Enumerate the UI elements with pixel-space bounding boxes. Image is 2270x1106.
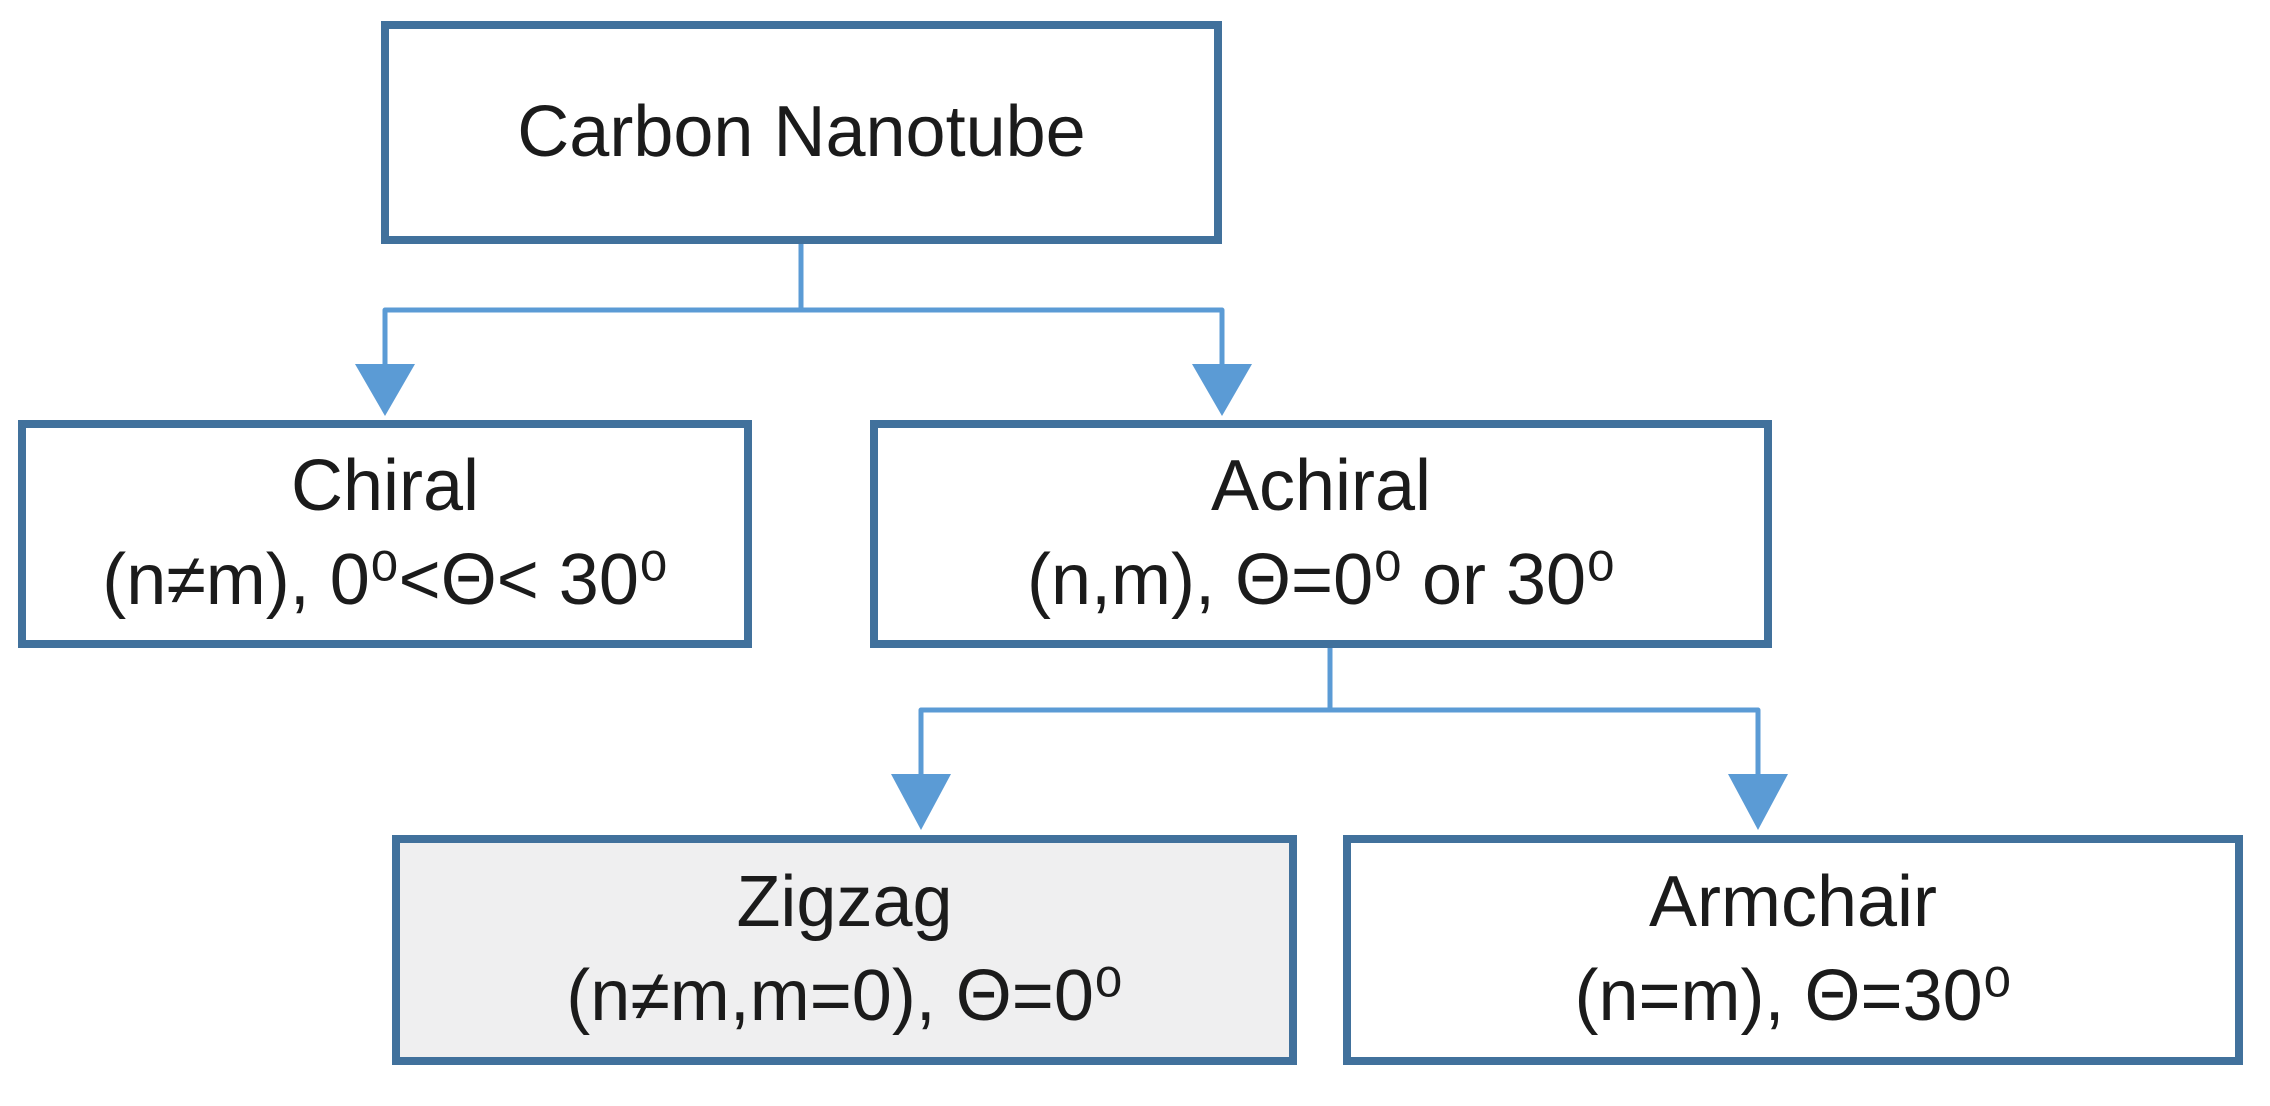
node-formula: (n≠m), 0⁰<Θ< 30⁰ <box>102 540 668 620</box>
node-formula: (n≠m,m=0), Θ=0⁰ <box>566 956 1123 1036</box>
arrowhead-down-icon <box>355 364 415 416</box>
node-formula: (n,m), Θ=0⁰ or 30⁰ <box>1027 540 1615 620</box>
connector-line-achiral-branches <box>918 707 1761 778</box>
node-label: Armchair <box>1648 862 1938 943</box>
arrowhead-down-icon <box>1728 774 1788 830</box>
node-chiral: Chiral (n≠m), 0⁰<Θ< 30⁰ <box>18 420 752 648</box>
arrowhead-down-icon <box>891 774 951 830</box>
node-carbon-nanotube: Carbon Nanotube <box>381 21 1222 244</box>
node-label: Chiral <box>290 446 480 527</box>
node-armchair: Armchair (n=m), Θ=30⁰ <box>1343 835 2243 1065</box>
node-formula: (n=m), Θ=30⁰ <box>1574 956 2012 1036</box>
arrowhead-down-icon <box>1192 364 1252 416</box>
node-label: Achiral <box>1210 446 1432 527</box>
node-achiral: Achiral (n,m), Θ=0⁰ or 30⁰ <box>870 420 1772 648</box>
node-label: Carbon Nanotube <box>517 91 1086 172</box>
node-zigzag: Zigzag (n≠m,m=0), Θ=0⁰ <box>392 835 1297 1065</box>
connector-line-root-branches <box>382 307 1225 368</box>
node-label: Zigzag <box>736 862 953 943</box>
